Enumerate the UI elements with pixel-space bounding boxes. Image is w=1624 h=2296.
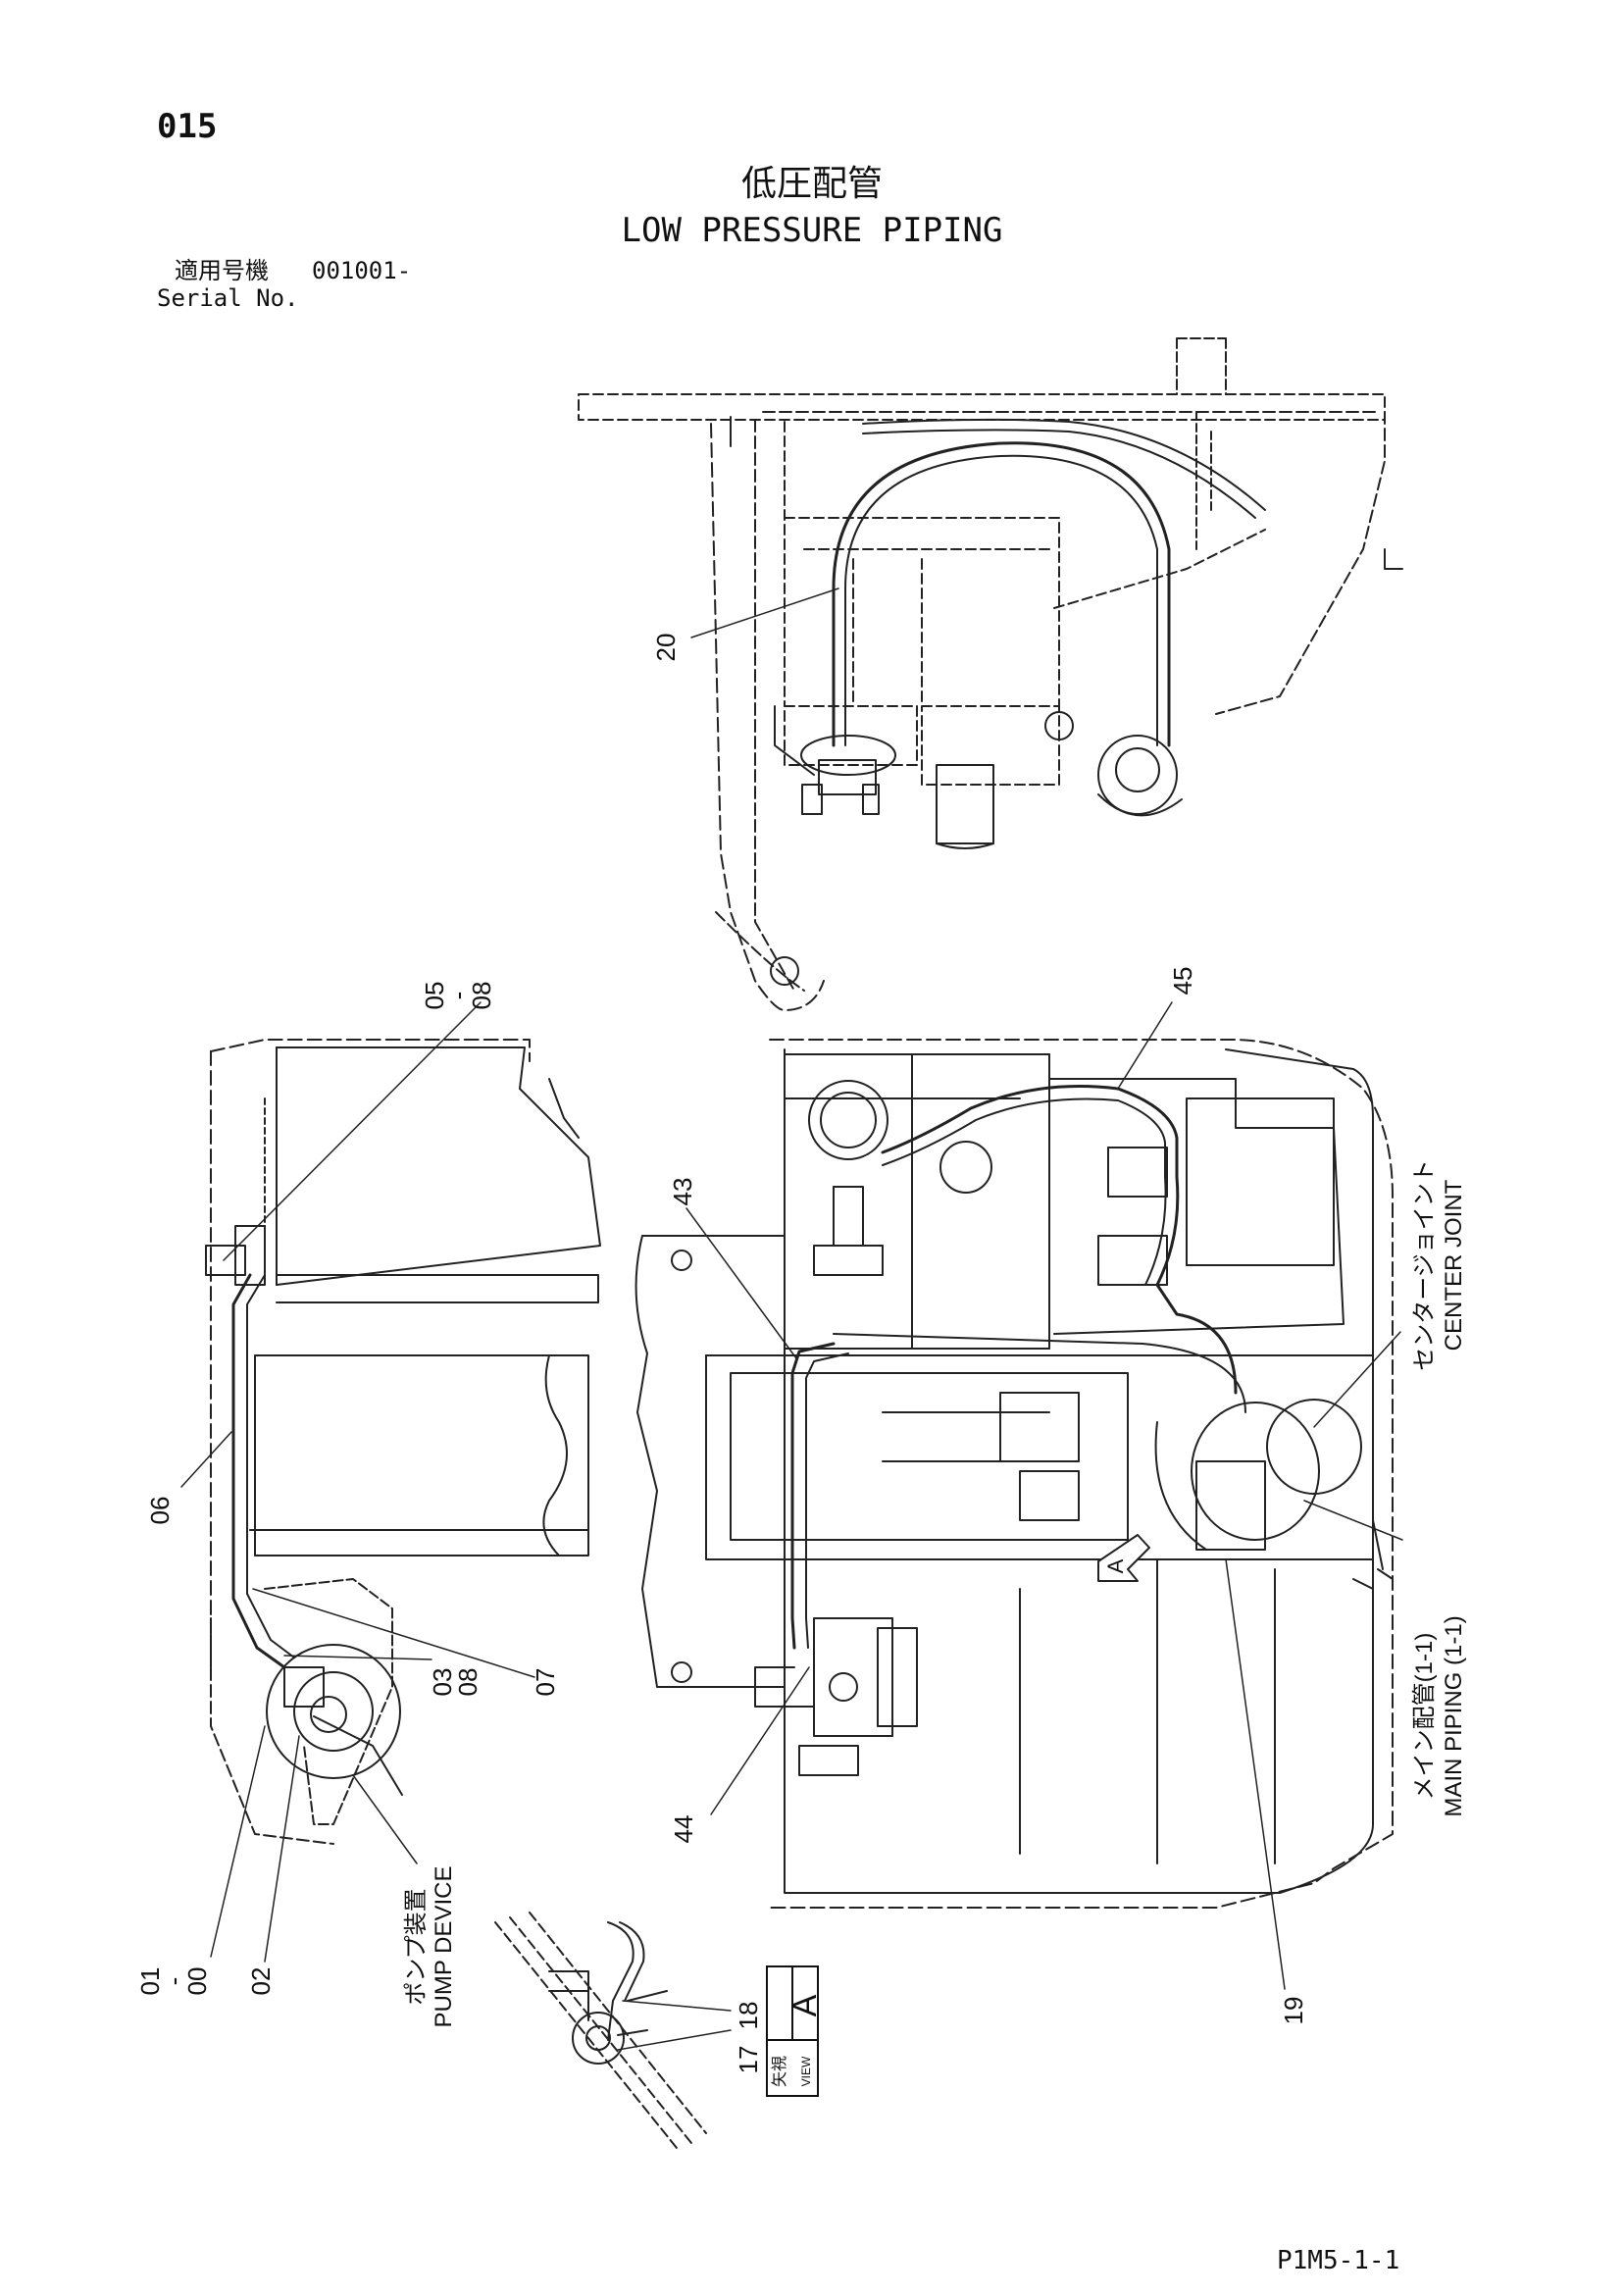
callout-19: 19 bbox=[1279, 1997, 1308, 2025]
callout-group: 20 05 - 08 45 43 06 07 03 08 44 19 01 - … bbox=[135, 634, 1308, 2074]
center-joint-label-japanese: センタージョイント bbox=[1411, 1159, 1438, 1371]
serial-number-value: 001001- bbox=[312, 257, 412, 284]
callout-02: 02 bbox=[246, 1967, 276, 1996]
side-view bbox=[205, 1039, 601, 1845]
main-piping-label: MAIN PIPING (1-1) bbox=[1441, 1615, 1467, 1816]
serial-label-japanese: 適用号機 bbox=[175, 257, 269, 284]
page-title: LOW PRESSURE PIPING bbox=[621, 211, 1003, 250]
pump-device-label-japanese: ポンプ装置 bbox=[403, 1888, 430, 2005]
callout-06: 06 bbox=[145, 1497, 175, 1525]
callout-44: 44 bbox=[669, 1815, 698, 1844]
view-box-letter: A bbox=[787, 1994, 824, 2016]
view-a-box: 矢視 VIEW A bbox=[766, 1965, 824, 2097]
callout-43: 43 bbox=[668, 1178, 697, 1206]
callout-07: 07 bbox=[531, 1668, 560, 1697]
caption-group: センタージョイント CENTER JOINT メイン配管(1-1) MAIN P… bbox=[403, 1159, 1467, 2027]
view-box-label: VIEW bbox=[799, 2056, 813, 2086]
figure-code: P1M5-1-1 bbox=[1277, 2246, 1400, 2275]
view-a-arrow-icon bbox=[1097, 1534, 1150, 1582]
center-joint-label: CENTER JOINT bbox=[1441, 1179, 1467, 1351]
serial-label: Serial No. bbox=[157, 284, 299, 312]
leader-lines bbox=[180, 587, 1403, 2051]
view-box-label-japanese: 矢視 bbox=[771, 2056, 788, 2087]
callout-00: 00 bbox=[182, 1967, 212, 1996]
page-number: 015 bbox=[157, 107, 218, 146]
callout-45: 45 bbox=[1168, 967, 1197, 995]
callout-17: 17 bbox=[734, 2046, 763, 2074]
main-plan-view bbox=[634, 1039, 1394, 1909]
callout-08: 08 bbox=[467, 982, 496, 1010]
callout-18: 18 bbox=[734, 2002, 763, 2030]
callout-01: 01 bbox=[135, 1967, 165, 1996]
view-a-detail bbox=[494, 1912, 707, 2149]
top-view bbox=[578, 337, 1403, 1011]
callout-08b: 08 bbox=[453, 1668, 482, 1697]
callout-20: 20 bbox=[651, 634, 681, 662]
callout-05: 05 bbox=[420, 982, 449, 1010]
callout-01-dash: - bbox=[159, 1977, 188, 1986]
main-piping-label-japanese: メイン配管(1-1) bbox=[1411, 1633, 1438, 1801]
pump-device-label: PUMP DEVICE bbox=[431, 1866, 457, 2028]
page-title-japanese: 低圧配管 bbox=[740, 164, 883, 204]
callout-03: 03 bbox=[428, 1668, 457, 1697]
callout-05-dash: - bbox=[443, 992, 473, 1000]
view-arrow-letter: A bbox=[1103, 1558, 1128, 1573]
